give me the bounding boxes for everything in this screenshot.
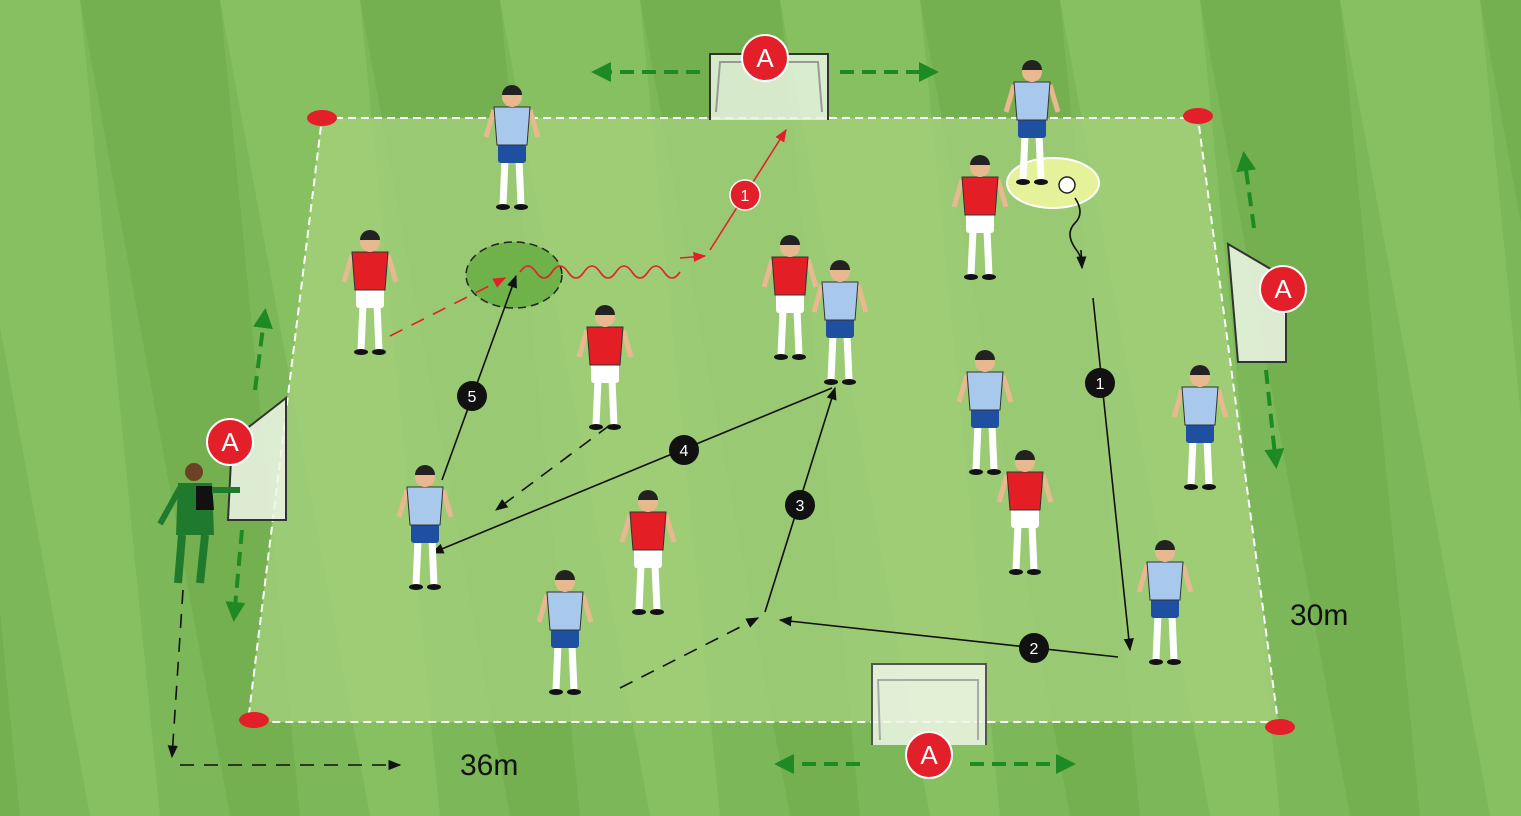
height-dimension: 30m: [1290, 599, 1348, 632]
svg-text:2: 2: [1030, 641, 1039, 658]
step-3: 3: [785, 490, 815, 520]
player-blue: [956, 350, 1014, 475]
goal-label-bottom: A: [905, 731, 953, 779]
step-5: 5: [457, 381, 487, 411]
goal-label-right: A: [1259, 265, 1307, 313]
svg-text:4: 4: [680, 443, 689, 460]
coach: [157, 463, 240, 584]
goal-left: [226, 395, 287, 521]
player-red: [996, 450, 1054, 575]
player-blue: [1003, 60, 1061, 185]
pass-lines: [167, 197, 1134, 771]
pitch-stripe: [0, 612, 20, 816]
pitch-stripe: [1480, 0, 1521, 224]
player-red: [341, 230, 399, 355]
svg-text:A: A: [221, 427, 239, 457]
goal-label-top: A: [741, 34, 789, 82]
pitch-stripe: [0, 0, 160, 816]
playing-area: [246, 117, 1280, 723]
goal-label-left: A: [206, 418, 254, 466]
step-2: 2: [1019, 633, 1049, 663]
player-red: [619, 490, 677, 615]
player-red: [761, 235, 819, 360]
svg-text:3: 3: [796, 498, 805, 515]
player-blue: [1136, 540, 1194, 665]
svg-text:1: 1: [1096, 376, 1105, 393]
pitch-stripe: [1340, 0, 1521, 816]
player-blue: [811, 260, 869, 385]
width-dimension: 36m: [460, 749, 518, 782]
player-red: [951, 155, 1009, 280]
svg-text:1: 1: [741, 188, 750, 205]
player-blue: [396, 465, 454, 590]
svg-text:5: 5: [468, 389, 477, 406]
player-blue: [1171, 365, 1229, 490]
step-1-black: 1: [1085, 368, 1115, 398]
player-blue: [536, 570, 594, 695]
player-red: [576, 305, 634, 430]
players: [341, 60, 1229, 695]
svg-text:A: A: [920, 740, 938, 770]
svg-text:A: A: [1274, 274, 1292, 304]
step-1-red: 1: [729, 179, 761, 211]
cones: [239, 108, 1295, 735]
start-zone: [1006, 157, 1100, 209]
goal-movement-arrows: [225, 62, 1285, 774]
step-4: 4: [669, 435, 699, 465]
ball: [1058, 176, 1076, 194]
pitch-stripe: [1200, 0, 1420, 816]
dribble-zone: [465, 241, 563, 309]
player-blue: [483, 85, 541, 210]
goal-bottom: [871, 663, 987, 745]
svg-text:A: A: [756, 43, 774, 73]
